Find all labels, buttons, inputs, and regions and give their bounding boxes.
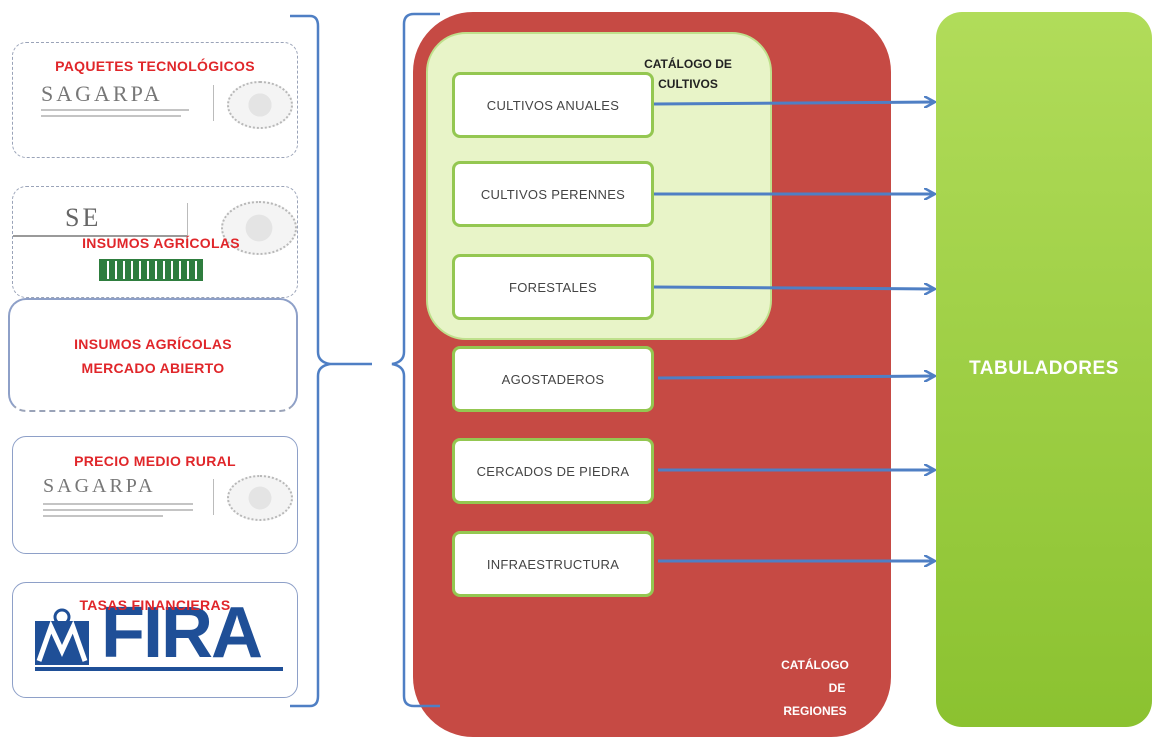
sagarpa-logo: SAGARPA: [41, 81, 163, 106]
catalogo-regiones-line2: DE: [828, 681, 846, 695]
item-cultivos-anuales: CULTIVOS ANUALES: [452, 72, 654, 138]
tabuladores-box: [936, 12, 1152, 727]
catalogo-regiones-line1: CATÁLOGO: [781, 658, 849, 672]
logo-fine-print: [41, 109, 189, 111]
catalogo-cultivos-label: CATÁLOGO DE CULTIVOS: [618, 54, 758, 94]
logo-divider: [213, 479, 214, 515]
source-insumos-agricolas: SE INSUMOS AGRÍCOLAS: [12, 186, 298, 298]
logo-divider: [187, 203, 188, 239]
source-insumos-mercado-abierto: INSUMOS AGRÍCOLAS MERCADO ABIERTO: [8, 298, 298, 412]
item-cercados-de-piedra: CERCADOS DE PIEDRA: [452, 438, 654, 504]
source-tasas-financieras: FIRA TASAS FINANCIERAS: [12, 582, 298, 698]
se-logo: SE: [65, 203, 102, 232]
tabuladores-label: TABULADORES: [969, 358, 1119, 379]
logo-divider: [213, 85, 214, 121]
item-agostaderos: AGOSTADEROS: [452, 346, 654, 412]
source-precio-medio-rural: PRECIO MEDIO RURAL SAGARPA: [12, 436, 298, 554]
logo-fine-print: [13, 235, 188, 237]
mexican-seal-icon: [227, 475, 293, 521]
fira-logo: FIRA: [29, 595, 285, 675]
amia-logo: [99, 259, 203, 281]
mexican-seal-icon: [221, 201, 297, 255]
catalogo-regiones-label: CATÁLOGO DE REGIONES: [760, 654, 870, 723]
fira-tagline-bar: [35, 667, 283, 671]
mexican-seal-icon: [227, 81, 293, 129]
logo-fine-print: [41, 115, 181, 117]
fira-wordmark: FIRA: [101, 593, 263, 673]
catalogo-cultivos-line1: CATÁLOGO DE: [644, 57, 732, 71]
logo-fine-print: [43, 503, 193, 505]
item-infraestructura: INFRAESTRUCTURA: [452, 531, 654, 597]
source-paquetes-tecnologicos: PAQUETES TECNOLÓGICOS SAGARPA: [12, 42, 298, 158]
left-brace: [391, 12, 440, 708]
catalogo-regiones-line3: REGIONES: [783, 704, 847, 718]
item-cultivos-perennes: CULTIVOS PERENNES: [452, 161, 654, 227]
item-forestales: FORESTALES: [452, 254, 654, 320]
sagarpa-logo: SAGARPA: [43, 475, 156, 497]
logo-fine-print: [43, 509, 193, 511]
arrow-agostaderos: [657, 376, 934, 378]
right-brace: [290, 14, 331, 708]
source-title-line1: INSUMOS AGRÍCOLAS: [74, 336, 232, 352]
fira-emblem-icon: [35, 608, 89, 665]
source-title-line2: MERCADO ABIERTO: [81, 360, 225, 376]
catalogo-cultivos-line2: CULTIVOS: [658, 77, 718, 91]
source-title: PRECIO MEDIO RURAL: [74, 453, 236, 469]
source-title: PAQUETES TECNOLÓGICOS: [55, 58, 255, 74]
arrow-forestales: [653, 287, 934, 289]
source-title: INSUMOS AGRÍCOLAS: [82, 235, 240, 251]
logo-fine-print: [43, 515, 163, 517]
source-title: TASAS FINANCIERAS: [79, 597, 231, 613]
arrow-cultivos-anuales: [653, 102, 934, 104]
